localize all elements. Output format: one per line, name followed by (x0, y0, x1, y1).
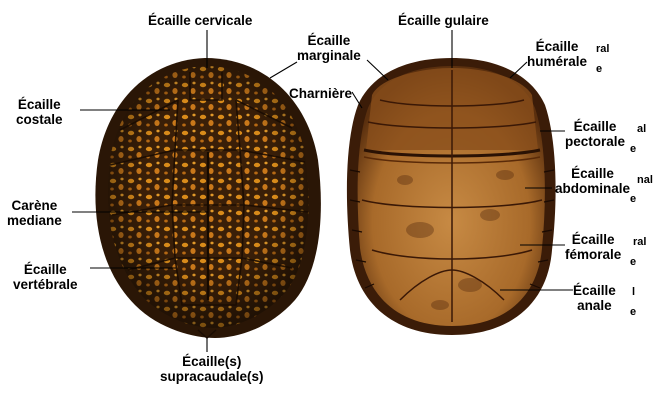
label-marginale: Écaille marginale (297, 33, 361, 63)
fragment-al-1: al (637, 124, 646, 135)
leader-marginale-r (367, 60, 388, 80)
label-costale: Écaille costale (16, 97, 63, 127)
label-charniere: Charnière (289, 86, 352, 101)
fragment-l-1: l (632, 287, 635, 298)
fragment-e-2: e (630, 144, 636, 155)
fragment-ral-2: ral (633, 237, 646, 248)
label-cervicale: Écaille cervicale (148, 13, 252, 28)
plastron (347, 58, 556, 335)
fragment-e-4: e (630, 257, 636, 268)
label-humerale: Écaille humérale (527, 39, 587, 69)
label-carene: Carène mediane (7, 198, 62, 228)
label-pectorale: Écaille pectorale (565, 119, 625, 149)
fragment-e-5: e (630, 307, 636, 318)
label-femorale: Écaille fémorale (565, 232, 621, 262)
label-vertebrale: Écaille vertébrale (13, 262, 78, 292)
leader-marginale (270, 62, 297, 78)
label-abdominale: Écaille abdominale (555, 166, 630, 196)
label-supracaudale: Écaille(s) supracaudale(s) (160, 354, 264, 384)
fragment-e-3: e (630, 194, 636, 205)
carapace (95, 58, 320, 338)
label-gulaire: Écaille gulaire (398, 13, 489, 28)
fragment-nal-1: nal (637, 175, 653, 186)
fragment-ral-1: ral (596, 44, 609, 55)
label-anale: Écaille anale (573, 283, 616, 313)
fragment-e-1: e (596, 64, 602, 75)
